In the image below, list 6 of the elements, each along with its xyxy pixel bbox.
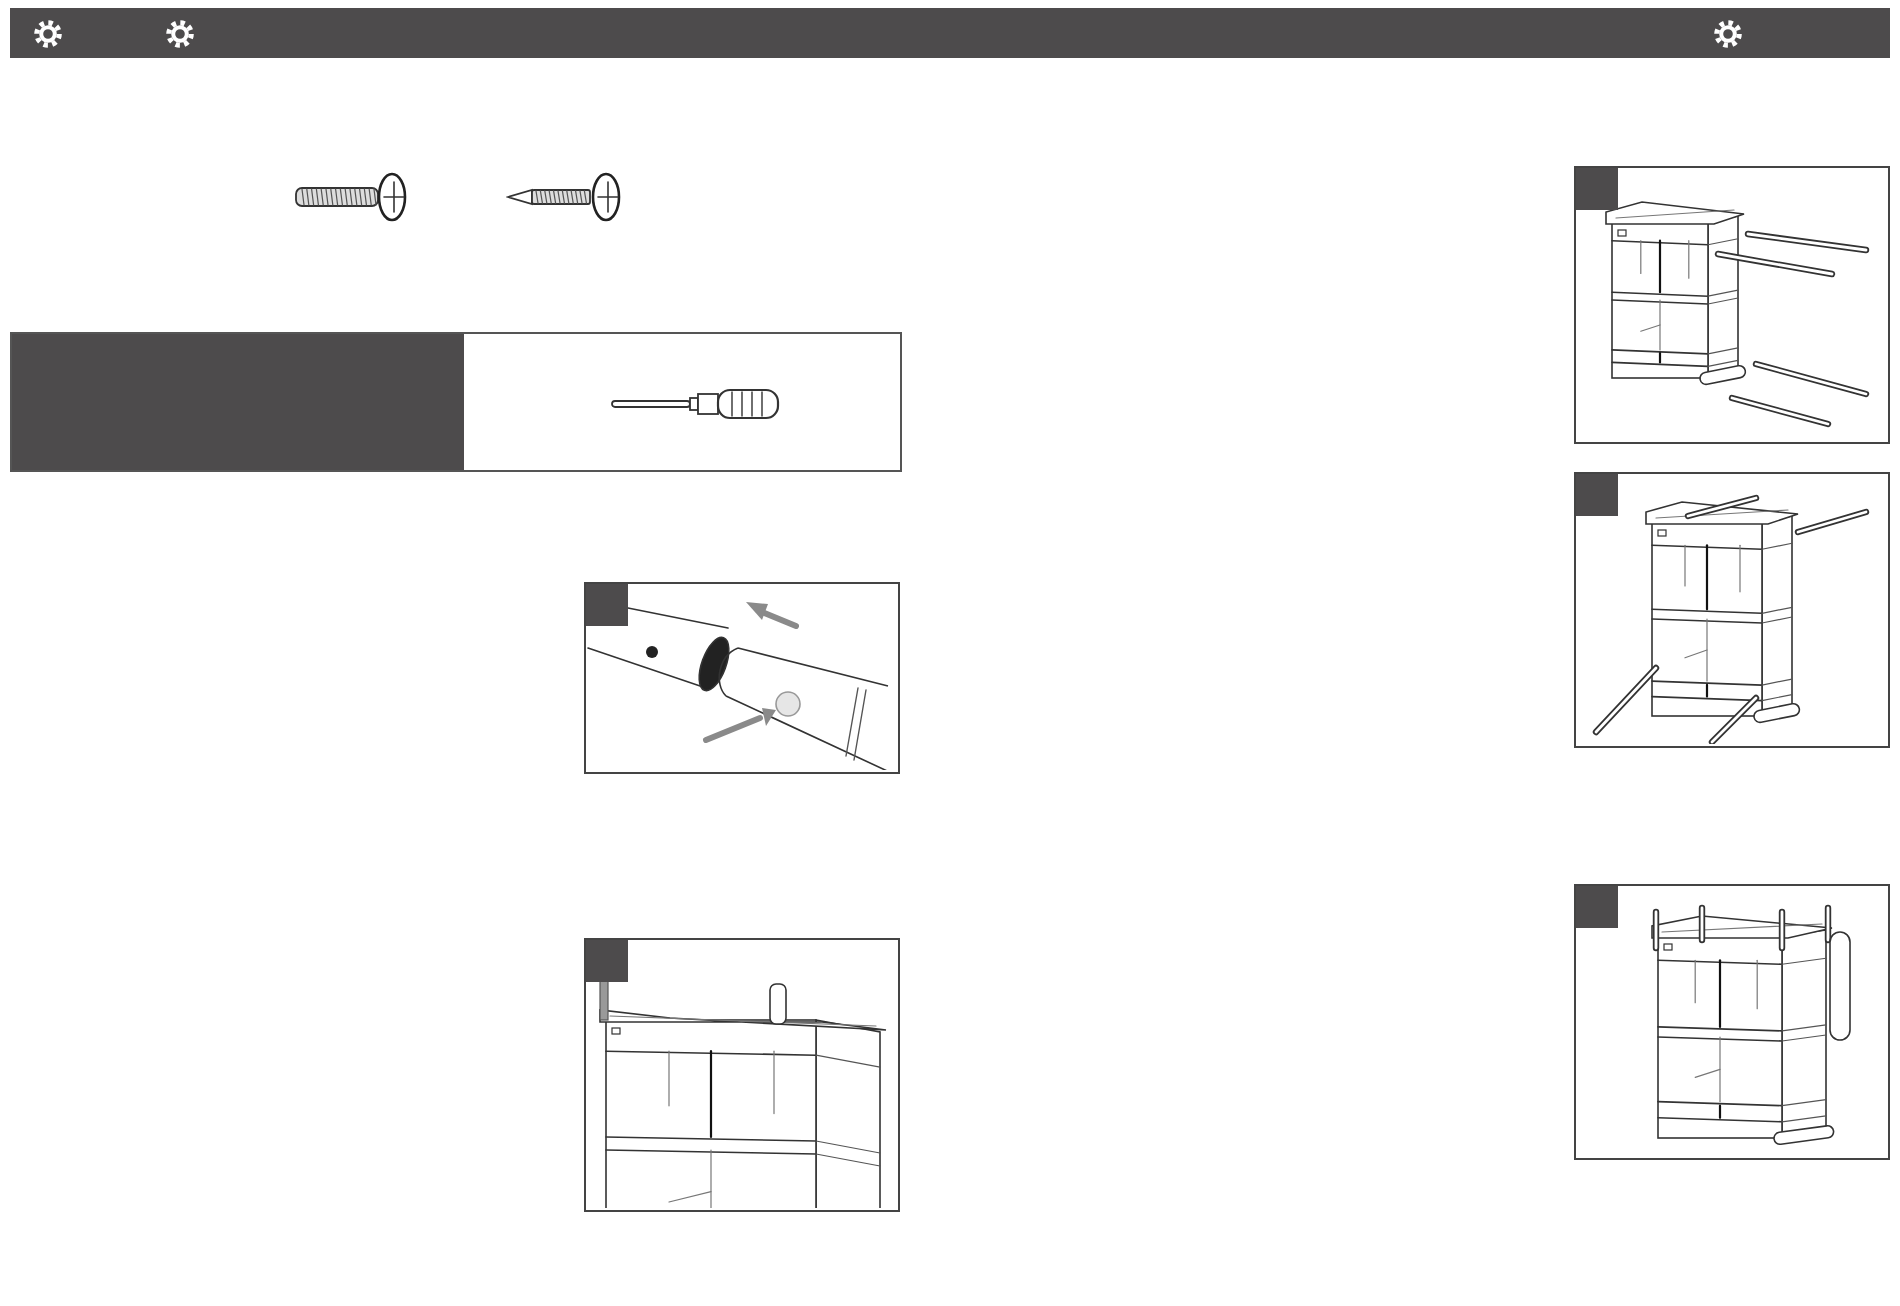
table-header-panel <box>12 334 464 470</box>
bolt-illustration <box>294 172 408 222</box>
screwdriver-illustration <box>610 388 780 420</box>
header-bar <box>10 8 1890 58</box>
tool-table <box>10 332 902 472</box>
screw-illustration <box>506 172 622 222</box>
